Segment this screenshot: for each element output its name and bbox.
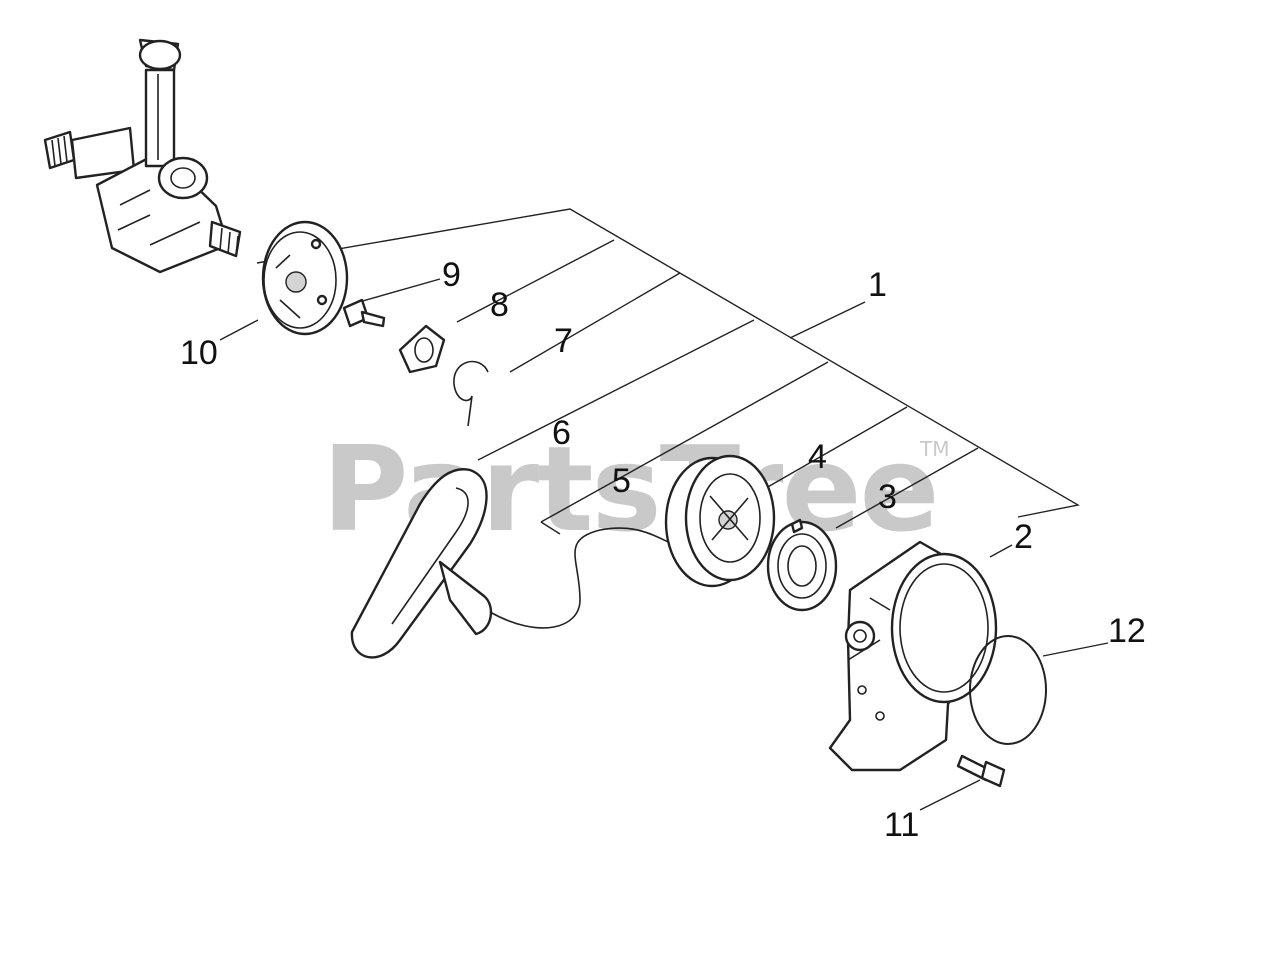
callout-11: 11 (884, 806, 919, 844)
part-4-spring (766, 518, 838, 612)
part-12-disc (969, 635, 1047, 745)
part-5-rotor (664, 454, 776, 588)
watermark-trademark: TM (919, 437, 949, 461)
callout-8: 8 (490, 286, 509, 324)
callout-5: 5 (612, 462, 631, 500)
crankshaft (43, 38, 242, 274)
part-9-bolt (342, 298, 386, 328)
callout-labels: 1 2 3 4 5 6 7 8 9 10 11 12 (180, 256, 1146, 844)
callout-10: 10 (180, 334, 218, 372)
callout-7: 7 (554, 322, 573, 360)
part-10-pulley (261, 220, 349, 336)
callout-1: 1 (868, 266, 887, 304)
callout-3: 3 (878, 478, 897, 516)
assembly-bracket (219, 208, 1109, 811)
callout-2: 2 (1014, 518, 1033, 556)
part-11-screw (956, 754, 1006, 788)
callout-9: 9 (442, 256, 461, 294)
part-2-housing (828, 540, 998, 772)
callout-12: 12 (1108, 612, 1146, 650)
callout-4: 4 (808, 438, 827, 476)
callout-6: 6 (552, 414, 571, 452)
part-8-nut (398, 324, 446, 374)
part-7-clip (453, 360, 489, 427)
part-6-handle (350, 468, 683, 659)
